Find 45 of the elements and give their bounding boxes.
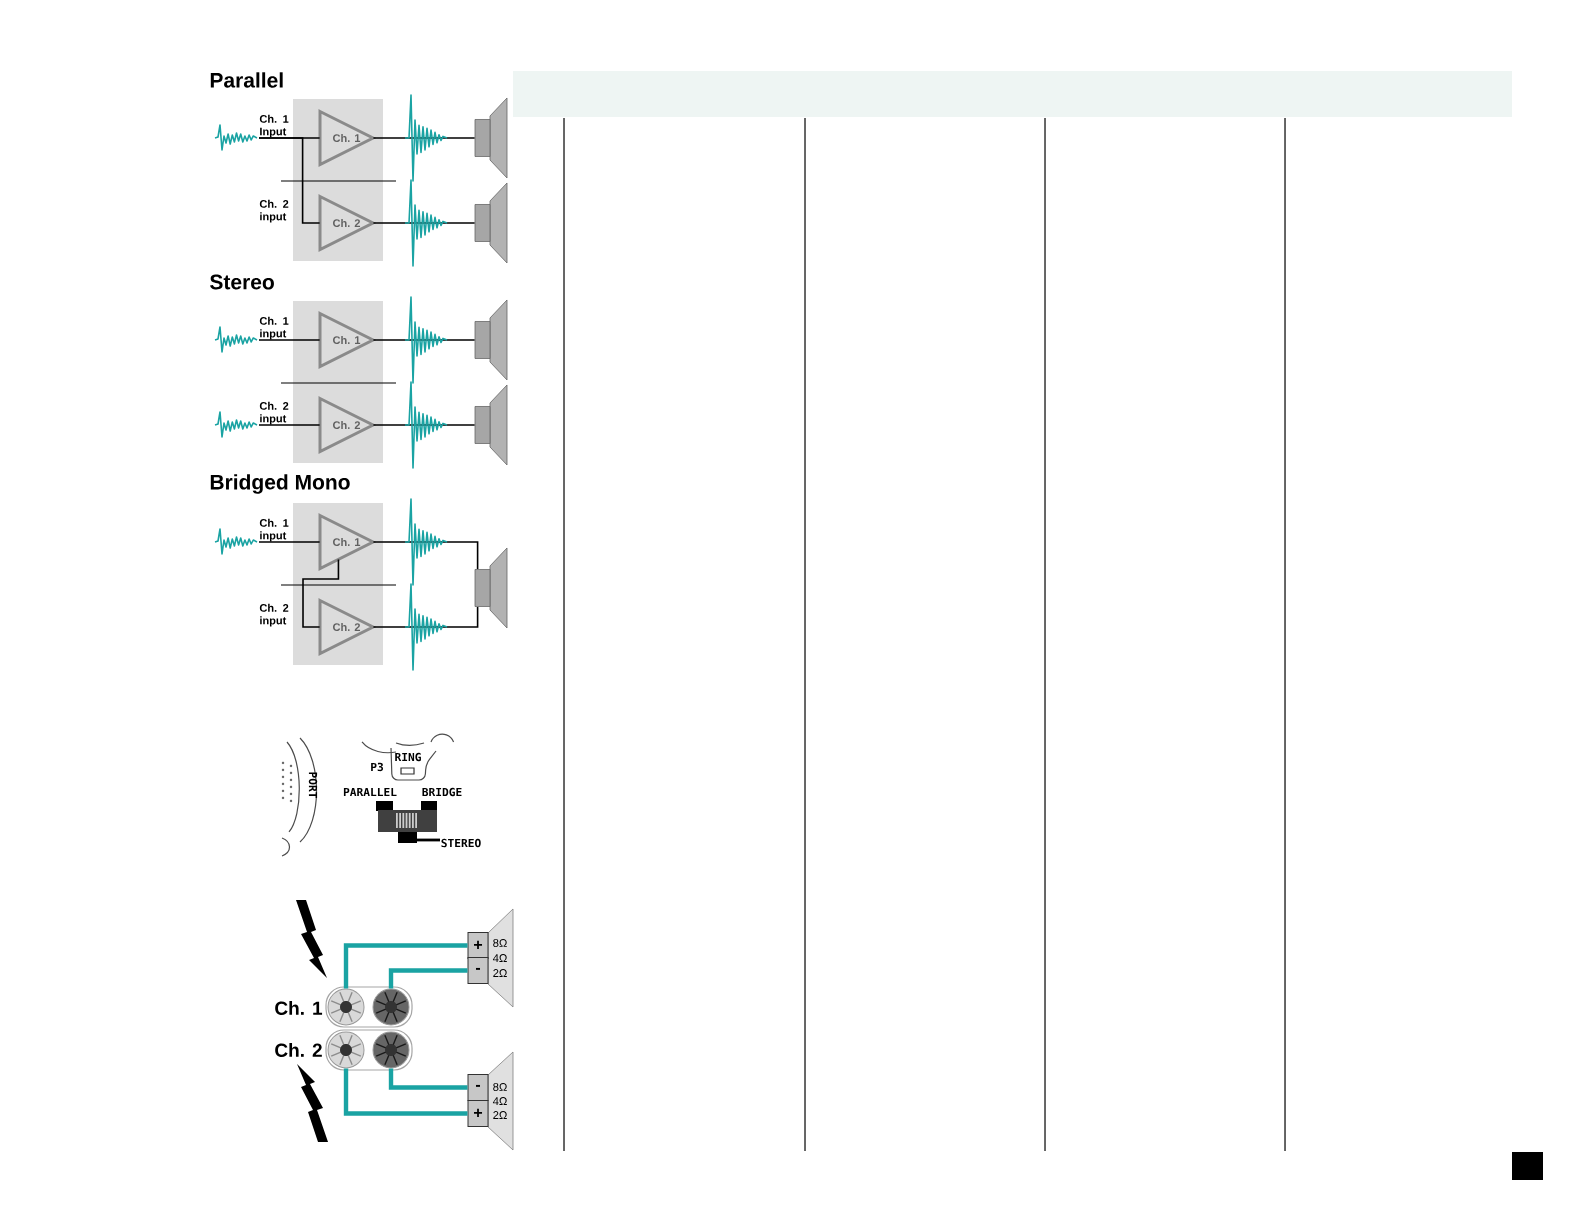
speaker-icon <box>474 97 508 179</box>
input-label: Ch. 1 Input <box>259 114 289 138</box>
impedance-label: 8Ω <box>493 939 507 947</box>
heading: Stereo <box>210 274 274 290</box>
connector-line <box>258 339 321 341</box>
impedance-label: 4Ω <box>492 1097 507 1105</box>
switch-label: BRIDGE <box>422 787 462 797</box>
speaker-icon <box>474 547 508 629</box>
binding-post <box>327 1031 365 1069</box>
binding-post <box>327 988 365 1026</box>
connector-line <box>258 541 321 543</box>
speaker-icon <box>474 299 508 381</box>
switch-label: PARALLEL <box>343 787 397 797</box>
input-label: Ch. 1 input <box>259 316 289 340</box>
channel-label: Ch. 1 <box>275 1001 323 1015</box>
connector-line <box>388 1068 468 1090</box>
connector-line <box>258 137 321 224</box>
heading: Parallel <box>210 72 283 88</box>
connector-line <box>388 968 468 989</box>
speaker-icon <box>474 182 508 264</box>
input-label: Ch. 2 input <box>259 401 289 425</box>
panel-label: P3 <box>371 762 384 772</box>
impedance-label: 2Ω <box>493 969 507 977</box>
connector-line <box>302 558 340 628</box>
speaker-icon <box>474 384 508 466</box>
input-label: Ch. 2 input <box>259 199 289 223</box>
speaker-terminal: - <box>467 1074 489 1101</box>
panel-label: PORT <box>308 772 318 798</box>
impedance-label: 8Ω <box>493 1083 507 1091</box>
connector-line <box>258 424 321 426</box>
switch-label: STEREO <box>441 838 481 848</box>
binding-post <box>372 988 410 1026</box>
input-label: Ch. 1 input <box>259 518 289 542</box>
speaker-terminal: - <box>467 957 489 984</box>
channel-label: Ch. 2 <box>275 1043 322 1057</box>
binding-post <box>372 1031 410 1069</box>
heading: Bridged Mono <box>210 474 350 494</box>
input-label: Ch. 2 input <box>259 603 289 627</box>
speaker-terminal: + <box>467 932 489 959</box>
impedance-label: 2Ω <box>493 1111 507 1119</box>
connector-line <box>343 1068 468 1116</box>
speaker-terminal: + <box>467 1100 489 1127</box>
panel-label: RING <box>395 752 421 762</box>
connector-line <box>343 943 468 989</box>
impedance-label: 4Ω <box>492 954 507 962</box>
